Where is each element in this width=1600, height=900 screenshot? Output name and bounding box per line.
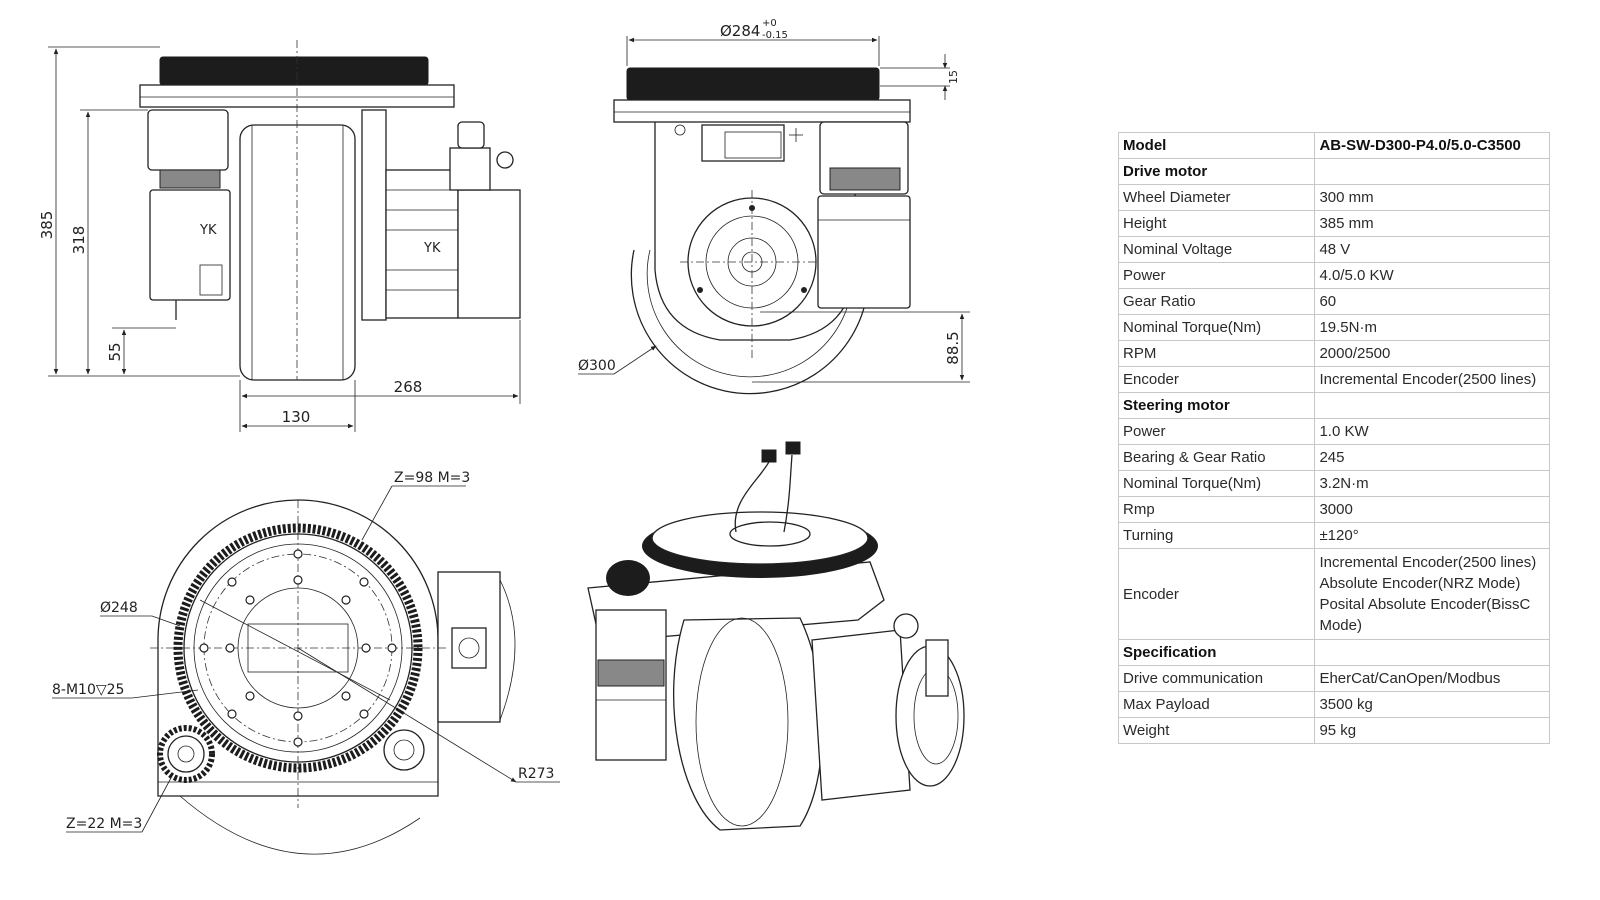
table-key: Turning: [1117, 522, 1316, 549]
table-value: Incremental Encoder(2500 lines) Absolute…: [1314, 548, 1550, 640]
table-value: 3000: [1314, 496, 1550, 523]
table-value: 48 V: [1314, 236, 1550, 263]
table-row-model: Model AB-SW-D300-P4.0/5.0-C3500: [1117, 132, 1550, 159]
dim-ring-thickness: 15: [947, 70, 960, 84]
table-row: Nominal Torque(Nm)19.5N·m: [1117, 314, 1550, 341]
table-section-spec: Specification: [1117, 639, 1550, 666]
table-key: Nominal Torque(Nm): [1117, 314, 1316, 341]
table-value: 2000/2500: [1314, 340, 1550, 367]
table-value: ±120°: [1314, 522, 1550, 549]
table-value: 300 mm: [1314, 184, 1550, 211]
dim-bottom-gap: 55: [106, 342, 124, 361]
table-key: Drive communication: [1117, 665, 1316, 692]
table-key: Wheel Diameter: [1117, 184, 1316, 211]
dim-ring-diameter: Ø284: [720, 22, 760, 40]
table-key: Nominal Torque(Nm): [1117, 470, 1316, 497]
dim-motor-height: 318: [70, 226, 88, 255]
bolt-circle-dia: Ø248: [100, 600, 138, 616]
section-title: Specification: [1117, 639, 1316, 666]
table-value: 3500 kg: [1314, 691, 1550, 718]
table-key: Rmp: [1117, 496, 1316, 523]
dim-ring-tol-bottom: -0.15: [762, 30, 788, 41]
table-key: Height: [1117, 210, 1316, 237]
front-view: Ø284 +0 -0.15 15 88.5 Ø300: [578, 18, 970, 395]
dim-axle-height: 88.5: [944, 331, 962, 364]
spec-table: Model AB-SW-D300-P4.0/5.0-C3500 Drive mo…: [1117, 132, 1550, 744]
table-value: EherCat/CanOpen/Modbus: [1314, 665, 1550, 692]
table-row-encoder: Encoder Incremental Encoder(2500 lines) …: [1117, 548, 1550, 640]
table-key: RPM: [1117, 340, 1316, 367]
table-key: Model: [1117, 132, 1316, 159]
encoder-line: Incremental Encoder(2500 lines): [1319, 554, 1537, 571]
table-key: Nominal Voltage: [1117, 236, 1316, 263]
ring-gear-spec: Z=98 M=3: [394, 470, 470, 486]
dim-wheel-diameter: Ø300: [578, 358, 616, 374]
table-key: Max Payload: [1117, 691, 1316, 718]
table-value: 60: [1314, 288, 1550, 315]
table-row: Nominal Torque(Nm)3.2N·m: [1117, 470, 1550, 497]
isometric-view: [587, 441, 965, 831]
table-value: 245: [1314, 444, 1550, 471]
table-key: Gear Ratio: [1117, 288, 1316, 315]
table-value: 19.5N·m: [1314, 314, 1550, 341]
section-title: Drive motor: [1117, 158, 1316, 185]
table-row: Turning±120°: [1117, 522, 1550, 549]
table-value: 4.0/5.0 KW: [1314, 262, 1550, 289]
side-logo-right: YK: [423, 241, 441, 256]
technical-drawings: YK YK 385 318 55 268: [38, 18, 970, 855]
hole-spec: 8-M10▽25: [52, 682, 124, 698]
top-view: Z=98 M=3 Ø248 8-M10▽25 R273 Z=22 M=3: [52, 470, 560, 855]
encoder-line: Posital Absolute Encoder(BissC: [1319, 596, 1531, 613]
table-value: 95 kg: [1314, 717, 1550, 744]
table-key: Power: [1117, 262, 1316, 289]
table-key: Bearing & Gear Ratio: [1117, 444, 1316, 471]
dim-overall-height: 385: [38, 211, 56, 240]
table-value: 3.2N·m: [1314, 470, 1550, 497]
table-value: 1.0 KW: [1314, 418, 1550, 445]
side-view: YK YK 385 318 55 268: [38, 40, 521, 432]
table-key: Encoder: [1117, 366, 1316, 393]
table-key: Encoder: [1117, 548, 1316, 640]
pinion-spec: Z=22 M=3: [66, 816, 142, 832]
table-value: 385 mm: [1314, 210, 1550, 237]
encoder-line: Mode): [1319, 617, 1362, 634]
dim-overall-width: 268: [394, 378, 423, 396]
table-section-drive: Drive motor: [1117, 158, 1550, 185]
side-logo-left: YK: [199, 223, 217, 238]
table-key: Weight: [1117, 717, 1316, 744]
section-title: Steering motor: [1117, 392, 1316, 419]
table-key: Power: [1117, 418, 1316, 445]
radius-spec: R273: [518, 766, 554, 782]
table-section-steering: Steering motor: [1117, 392, 1550, 419]
dim-wheel-width: 130: [282, 408, 311, 426]
table-value: Incremental Encoder(2500 lines): [1314, 366, 1550, 393]
dim-ring-tol-top: +0: [762, 18, 777, 29]
table-value: AB-SW-D300-P4.0/5.0-C3500: [1314, 132, 1550, 159]
encoder-line: Absolute Encoder(NRZ Mode): [1319, 575, 1521, 592]
